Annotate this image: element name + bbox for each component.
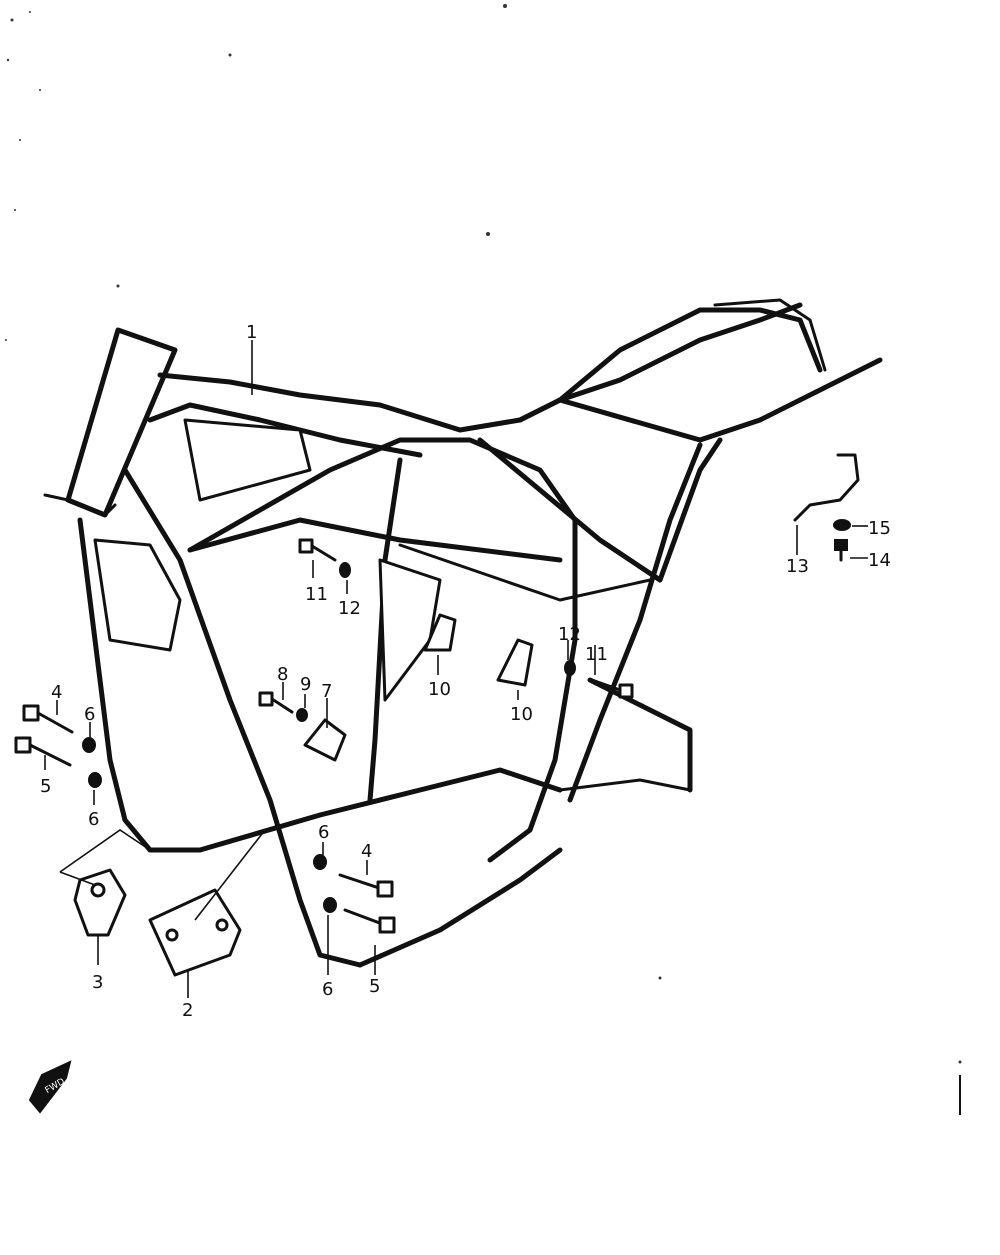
bolt-part-11-b: [590, 678, 634, 699]
callout-4-left: 4: [51, 682, 62, 703]
steering-head-bracket: [43, 493, 117, 517]
callout-6-b: 6: [88, 809, 99, 830]
callout-12-a: 12: [338, 598, 361, 619]
callout-14: 14: [868, 550, 891, 571]
nut-part-6-a: [82, 737, 96, 753]
callout-11-b: 11: [585, 644, 608, 665]
front-arrow-icon: FWD: [28, 1060, 72, 1114]
callout-6-d: 6: [322, 979, 333, 1000]
callout-9: 9: [300, 674, 311, 695]
plate-part-10-a: [423, 613, 457, 652]
bolt-part-14: [834, 539, 848, 562]
washer-part-15: [833, 519, 851, 531]
bolt-part-8: [258, 691, 294, 714]
mount-plate-part-3: [73, 868, 127, 937]
nut-part-6-b: [88, 772, 102, 788]
cross-member-mid: [398, 543, 652, 602]
plate-part-10-b: [496, 638, 534, 687]
nut-part-6-c: [313, 854, 327, 870]
rear-subframe-upper: [517, 357, 883, 443]
callout-7: 7: [321, 681, 332, 702]
bracket-hole-b: [215, 918, 229, 932]
nut-part-9: [296, 708, 308, 722]
callout-4-right: 4: [361, 841, 372, 862]
bolt-part-5-right: [343, 908, 396, 934]
cross-member-upper: [187, 517, 563, 563]
tank-mount-plate: [183, 418, 312, 502]
callout-3: 3: [92, 972, 103, 993]
callout-15: 15: [868, 518, 891, 539]
bracket-part-2: [148, 888, 242, 977]
callout-11-a: 11: [305, 584, 328, 605]
callout-5-left: 5: [40, 776, 51, 797]
bolt-part-4-right: [338, 873, 394, 898]
callout-12-b: 12: [558, 624, 581, 645]
bracket-hole-a: [165, 928, 179, 942]
lower-rail-right: [357, 847, 563, 968]
rear-shock-tube: [567, 442, 703, 803]
rear-loop: [713, 298, 827, 372]
rear-subframe-rail: [477, 437, 723, 583]
frame-assembly: [43, 298, 883, 968]
bolt-part-5-left: [14, 736, 72, 767]
lower-rail-left: [197, 767, 563, 853]
callout-6-c: 6: [318, 822, 329, 843]
inner-cradle-tube: [367, 457, 403, 803]
front-downtube-right: [122, 467, 363, 968]
callout-10-a: 10: [428, 679, 451, 700]
callout-2: 2: [182, 1000, 193, 1021]
seat-rail: [557, 307, 823, 403]
callout-13: 13: [786, 556, 809, 577]
bolt-part-4-left: [22, 704, 74, 734]
cradle-hoop: [187, 437, 578, 863]
front-gusset-plate: [93, 538, 182, 652]
callout-8: 8: [277, 664, 288, 685]
callout-labels: 1 2 3 4 4 5 5 6 6 6 6 7 8 9 10 10 11 11 …: [40, 322, 891, 1021]
plate-hole: [90, 882, 106, 898]
pivot-tube: [587, 677, 693, 793]
callout-6-a: 6: [84, 704, 95, 725]
bolt-part-11-a: [298, 538, 337, 562]
nut-part-12-b: [564, 660, 576, 676]
plate-part-7: [303, 718, 347, 762]
leader-lines: [44, 340, 868, 998]
top-tube-lower: [147, 402, 423, 458]
steering-head-pipe: [65, 327, 178, 518]
clamp-part-13: [793, 453, 860, 522]
front-downtube-left: [77, 517, 203, 853]
scan-noise: [5, 4, 962, 1064]
callout-1: 1: [246, 322, 257, 343]
nut-part-6-d: [323, 897, 337, 913]
callout-10-b: 10: [510, 704, 533, 725]
callout-5-right: 5: [369, 976, 380, 997]
rear-lower-tube: [558, 778, 692, 792]
nut-part-12-a: [339, 562, 351, 578]
